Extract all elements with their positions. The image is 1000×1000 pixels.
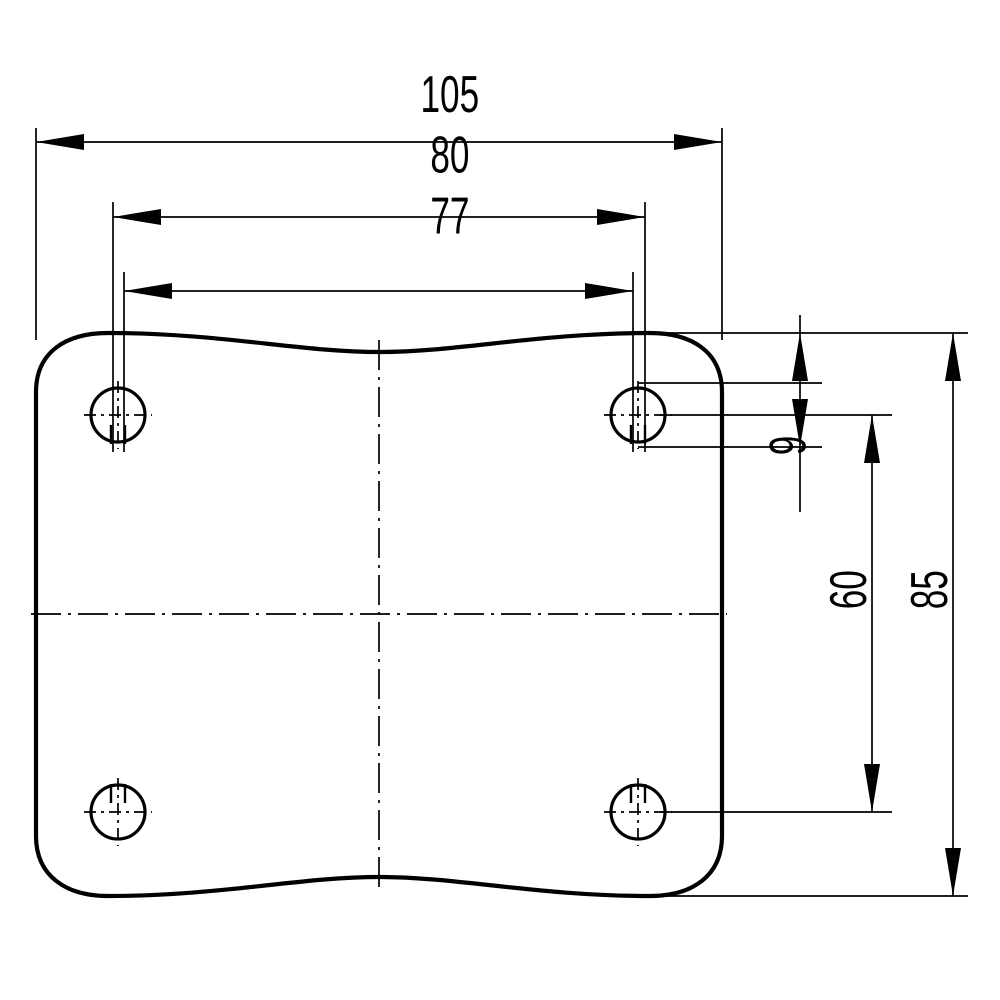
arrowhead-bottom xyxy=(864,764,880,812)
right-extension-lines-group xyxy=(620,332,968,897)
arrowhead-top xyxy=(945,333,961,381)
mounting-hole-top-left xyxy=(84,381,152,449)
dimension-77: 77 xyxy=(123,188,634,452)
dimension-85: 85 xyxy=(902,333,961,896)
arrowhead-bottom xyxy=(792,399,808,447)
arrowhead-left xyxy=(36,134,84,150)
dimension-label-85: 85 xyxy=(902,570,959,609)
mounting-hole-bottom-left xyxy=(84,778,152,846)
dimension-80: 80 xyxy=(112,127,646,452)
arrowhead-right xyxy=(597,209,645,225)
arrowhead-left xyxy=(124,283,172,299)
arrowhead-top xyxy=(864,415,880,463)
dimension-60: 60 xyxy=(821,415,880,812)
arrowhead-bottom xyxy=(945,848,961,896)
plate-centerlines-group xyxy=(31,340,727,888)
dimension-105: 105 xyxy=(35,66,723,340)
plate-outline xyxy=(33,330,725,899)
dimension-label-60: 60 xyxy=(821,570,878,609)
plate-outline-group xyxy=(33,330,725,899)
arrowhead-left xyxy=(113,209,161,225)
dimension-label-77: 77 xyxy=(430,188,469,245)
arrowhead-right xyxy=(674,134,722,150)
dimension-label-105: 105 xyxy=(420,66,479,123)
dimension-label-80: 80 xyxy=(430,127,469,184)
dimension-9: 9 xyxy=(760,315,817,512)
dimension-label-9: 9 xyxy=(760,436,817,456)
arrowhead-right xyxy=(585,283,633,299)
arrowhead-top xyxy=(792,333,808,381)
